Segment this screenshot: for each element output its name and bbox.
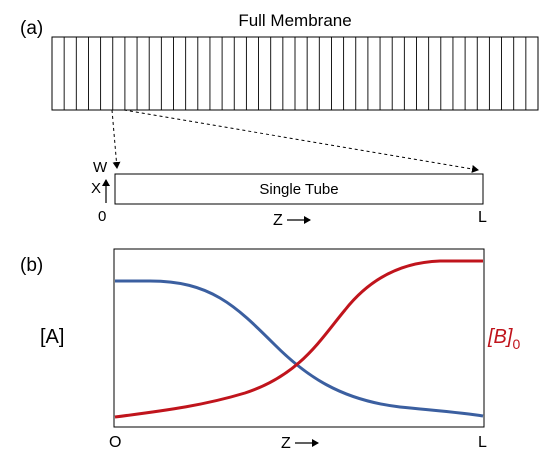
panel-a-label: (a)	[20, 18, 43, 39]
w-label: W	[93, 159, 108, 176]
projection-line-right	[123, 109, 479, 173]
panel-b-label: (b)	[20, 255, 43, 276]
concentration-b-main: [B]	[487, 326, 513, 348]
tube-origin-label: 0	[98, 208, 106, 225]
single-tube	[114, 173, 484, 205]
projection-line-left	[111, 109, 121, 169]
concentration-b-subscript: 0	[512, 336, 520, 352]
concentration-b-label: [B]0	[487, 326, 520, 352]
plot-z-label: Z	[281, 435, 291, 452]
plot-end-label: L	[478, 434, 487, 451]
membrane-tubes	[63, 37, 527, 110]
plot-frame	[113, 248, 485, 428]
x-label: X	[91, 180, 101, 197]
curve-b	[114, 259, 483, 419]
single-tube-label: Single Tube	[259, 181, 338, 198]
membrane-title: Full Membrane	[238, 11, 351, 30]
tube-end-label: L	[478, 209, 487, 226]
tube-z-label: Z	[273, 212, 283, 229]
curve-a	[115, 279, 484, 418]
plot-origin-label: O	[109, 434, 121, 451]
concentration-a-label: [A]	[40, 326, 64, 348]
